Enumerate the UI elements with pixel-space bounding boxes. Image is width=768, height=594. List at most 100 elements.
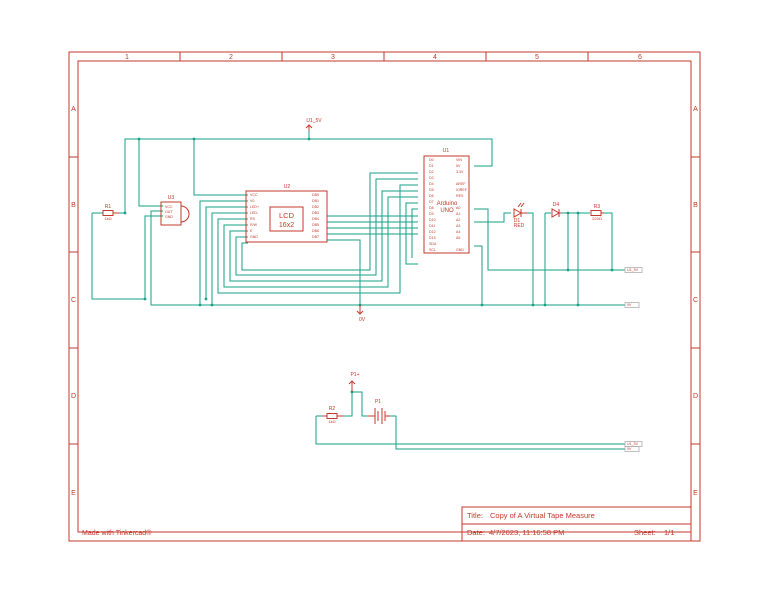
svg-text:D10: D10 — [429, 218, 436, 222]
title-block: Title: Copy of A Virtual Tape Measure Da… — [461, 506, 692, 542]
svg-text:R3: R3 — [594, 204, 601, 210]
sheet-frame: 1 2 3 4 5 6 A B C D E A B C D E — [68, 51, 701, 542]
svg-text:VCC: VCC — [250, 193, 258, 197]
resistor-r3: R3 220Ω — [590, 204, 604, 221]
svg-text:5V: 5V — [456, 164, 461, 168]
grid-row-label: C — [71, 297, 76, 304]
svg-text:RS: RS — [250, 217, 256, 221]
svg-text:GND: GND — [456, 248, 464, 252]
svg-text:R1: R1 — [105, 204, 112, 210]
sheet-label: Sheet: — [634, 528, 656, 537]
grid-row-label: A — [693, 106, 698, 113]
arduino-u1: U1 Arduino UNO D0 D1 D2 D3 D4 D5 D6 D7 D… — [423, 148, 470, 254]
svg-text:GND: GND — [165, 215, 173, 219]
svg-text:D4: D4 — [553, 202, 560, 208]
svg-text:D7: D7 — [429, 200, 434, 204]
svg-text:Arduino: Arduino — [437, 201, 458, 207]
svg-text:D1: D1 — [429, 164, 434, 168]
grid-row-label: D — [693, 393, 698, 400]
svg-text:DB2: DB2 — [312, 205, 319, 209]
svg-text:U1: U1 — [443, 148, 450, 154]
net-gnd: 0V — [356, 305, 366, 323]
lcd-right-pins: DB0 DB1 DB2 DB3 DB4 DB5 DB6 DB7 — [312, 193, 319, 239]
resistor-r1: R1 1kΩ — [102, 204, 119, 221]
grid-row-label: D — [71, 393, 76, 400]
svg-text:U2: U2 — [284, 184, 291, 190]
svg-text:VIN: VIN — [456, 158, 462, 162]
svg-text:0V: 0V — [627, 303, 632, 307]
svg-text:0V: 0V — [359, 317, 366, 323]
svg-text:D12: D12 — [429, 230, 436, 234]
sensor-u3: U3 VCC OUT GND — [160, 195, 190, 226]
svg-text:SDA: SDA — [429, 242, 437, 246]
svg-text:DB7: DB7 — [312, 235, 319, 239]
svg-text:OUT: OUT — [165, 210, 173, 214]
svg-text:SCL: SCL — [429, 248, 436, 252]
svg-text:LED+: LED+ — [250, 205, 259, 209]
svg-text:IOREF: IOREF — [456, 188, 468, 192]
svg-text:LCD: LCD — [279, 211, 295, 220]
grid-col-label: 2 — [229, 54, 233, 61]
date-label: Date: — [467, 528, 485, 537]
grid-row-label: A — [71, 106, 76, 113]
diode-d4: D4 — [551, 202, 561, 218]
svg-text:DB0: DB0 — [312, 193, 319, 197]
svg-text:DB4: DB4 — [312, 217, 319, 221]
svg-text:D13: D13 — [429, 236, 436, 240]
svg-text:D1: D1 — [514, 218, 521, 224]
svg-text:D0: D0 — [429, 158, 434, 162]
svg-text:DB3: DB3 — [312, 211, 319, 215]
resistor-r2: R2 1kΩ — [322, 406, 344, 424]
svg-text:R2: R2 — [329, 406, 336, 412]
grid-col-label: 4 — [433, 54, 437, 61]
off-sheet-connector: 0V — [624, 446, 640, 452]
svg-text:D5: D5 — [429, 188, 434, 192]
svg-text:RED: RED — [514, 223, 525, 229]
svg-text:D9: D9 — [429, 212, 434, 216]
svg-text:V0: V0 — [250, 199, 254, 203]
svg-text:P1: P1 — [375, 399, 381, 405]
svg-text:LED-: LED- — [250, 211, 259, 215]
svg-text:1kΩ: 1kΩ — [104, 216, 111, 221]
lcd-u2: U2 LCD 16x2 VCC V0 LED+ LED- RS R/W E GN… — [245, 184, 328, 243]
svg-text:A1: A1 — [456, 212, 460, 216]
grid-col-label: 6 — [638, 54, 642, 61]
svg-text:U1_5V: U1_5V — [306, 118, 322, 124]
svg-text:E: E — [250, 229, 253, 233]
off-sheet-connector: U1_5V — [624, 267, 643, 273]
grid-row-label: C — [693, 297, 698, 304]
arduino-right-pins: VIN 5V 3.3V AREF IOREF RES A0 A1 A2 A3 A… — [456, 158, 468, 252]
svg-text:A2: A2 — [456, 218, 460, 222]
battery-p1: P1 — [368, 399, 390, 424]
svg-text:DB5: DB5 — [312, 223, 319, 227]
grid-row-label: E — [71, 490, 76, 497]
grid-col-label: 3 — [331, 54, 335, 61]
svg-text:UNO: UNO — [440, 208, 454, 214]
lcd-left-pins: VCC V0 LED+ LED- RS R/W E GND — [250, 193, 259, 239]
off-sheet-connector: 0V — [624, 302, 640, 308]
svg-text:GND: GND — [250, 235, 258, 239]
sheet-value: 1/1 — [664, 528, 674, 537]
svg-text:A0: A0 — [456, 206, 460, 210]
svg-text:AREF: AREF — [456, 182, 466, 186]
date-value: 4/7/2023, 11:16:58 PM — [489, 528, 564, 537]
svg-text:D6: D6 — [429, 194, 434, 198]
off-sheet-connector: U1_5V — [624, 441, 643, 447]
svg-text:DB6: DB6 — [312, 229, 319, 233]
wires — [91, 131, 625, 450]
net-p1-plus: P1+ — [348, 372, 360, 392]
led-d1: D1 RED — [513, 202, 527, 229]
svg-text:A5: A5 — [456, 236, 460, 240]
svg-text:RES: RES — [456, 194, 464, 198]
svg-text:DB1: DB1 — [312, 199, 319, 203]
arduino-left-pins: D0 D1 D2 D3 D4 D5 D6 D7 D8 D9 D10 D11 D1… — [429, 158, 437, 252]
grid-row-label: B — [71, 202, 76, 209]
svg-text:3.3V: 3.3V — [456, 170, 464, 174]
svg-text:D2: D2 — [429, 170, 434, 174]
title-value: Copy of A Virtual Tape Measure — [490, 511, 595, 520]
svg-text:VCC: VCC — [165, 205, 173, 209]
svg-text:U3: U3 — [168, 195, 175, 201]
svg-text:16x2: 16x2 — [279, 222, 294, 229]
svg-text:0V: 0V — [627, 447, 632, 451]
